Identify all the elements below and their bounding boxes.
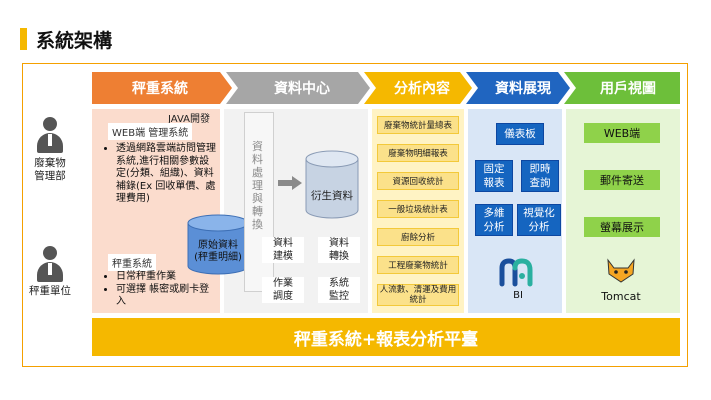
web-mgmt-bullet: 透過網路雲端訪問管理系統,進行相關參數設定(分類、組織)、資料補錄(Ex 回收單… [116,143,216,206]
header-arrows-shapes [92,72,680,104]
task-system-monitor-line2: 監控 [329,291,349,302]
task-data-transform-line1: 資料 [329,238,349,249]
tomcat-label: Tomcat [601,290,641,303]
role-waste-dept: 廢棄物 管理部 [26,157,74,183]
header-datacenter: 資料中心 [274,81,330,97]
role-weighing-unit: 秤重單位 [29,285,71,297]
task-job-scheduling-line1: 作業 [273,278,293,289]
header-presentation: 資料展現 [495,81,551,97]
realtime-line1: 即時 [529,163,551,175]
task-job-scheduling: 作業 調度 [262,277,304,303]
user-view-screen: 螢幕展示 [584,217,660,237]
java-label: JAVA開發 [168,114,211,125]
dashboard-box: 儀表板 [496,123,544,145]
platform-banner: 秤重系統+報表分析平臺 [92,318,680,356]
arrow-shape-weighing [92,72,232,104]
derived-data-cylinder-icon [305,150,359,219]
raw-data-label: 原始資料 (秤重明細) [186,240,250,264]
processing-label: 資料處理與轉換 [252,140,263,231]
web-mgmt-tag: WEB端 管理系統 [108,123,193,140]
arrow-shape-datacenter [226,72,370,104]
diagram-frame [22,63,688,367]
task-system-monitor: 系統 監控 [318,277,360,303]
analysis-item: 廢棄物統計量總表 [377,116,459,134]
multidim-line2: 分析 [483,221,505,233]
title-accent-bar [20,28,27,50]
arrow-shape-userview [564,72,680,104]
analysis-item: 人流數、清運及費用統計 [377,284,459,306]
multidim-analysis-box: 多維 分析 [475,204,513,236]
user-view-web: WEB端 [584,123,660,143]
task-data-transform-line2: 轉換 [329,251,349,262]
role-waste-dept-line2: 管理部 [34,170,66,182]
web-mgmt-bullets: 透過網路雲端訪問管理系統,進行相關參數設定(分類、組織)、資料補錄(Ex 回收單… [104,143,216,206]
scale-bullet-1: 日常秤重作業 [116,271,216,284]
waste-dept-person-icon [35,117,65,155]
arrow-shape-presentation [466,72,570,104]
arrow-shape-analysis [364,72,472,104]
task-data-modeling: 資料 建模 [262,237,304,263]
page-title: 系統架構 [36,30,113,52]
task-job-scheduling-line2: 調度 [273,291,293,302]
visual-line1: 視覺化 [523,207,555,219]
header-analysis: 分析內容 [394,81,450,97]
role-waste-dept-line1: 廢棄物 [34,157,66,169]
transform-arrow-icon [278,176,302,190]
analysis-item: 資源回收統計 [377,172,459,190]
scale-bullet-2: 可選擇 帳密或刷卡登入 [116,284,216,309]
task-system-monitor-line1: 系統 [329,278,349,289]
derived-data-label: 衍生資料 [311,190,353,202]
visual-line2: 分析 [528,221,550,233]
user-view-email: 郵件寄送 [584,170,660,190]
raw-data-cylinder-icon [187,214,249,275]
tomcat-logo-icon [607,258,635,283]
header-weighing: 秤重系統 [132,81,188,97]
realtime-line2: 查詢 [529,177,551,189]
weighing-column [92,109,220,313]
header-userview: 用戶視圖 [600,81,656,97]
fixed-report-line1: 固定 [483,163,505,175]
fixed-report-line2: 報表 [483,177,505,189]
raw-data-line1: 原始資料 [198,240,238,251]
task-data-modeling-line1: 資料 [273,238,293,249]
task-data-transform: 資料 轉換 [318,237,360,263]
bi-logo-icon [499,258,533,287]
analysis-item: 廚餘分析 [377,228,459,246]
fixed-report-box: 固定 報表 [475,160,513,192]
multidim-line1: 多維 [483,207,505,219]
weighing-unit-person-icon [35,246,65,284]
analysis-item: 工程廢棄物統計 [377,256,459,274]
analysis-item: 廢棄物明細報表 [377,144,459,162]
analysis-item: 一般垃圾統計表 [377,200,459,218]
scale-bullets: 日常秤重作業 可選擇 帳密或刷卡登入 [104,271,216,309]
raw-data-line2: (秤重明細) [194,252,242,263]
visual-analysis-box: 視覺化 分析 [517,204,561,236]
bi-label: BI [513,290,523,301]
realtime-query-box: 即時 查詢 [521,160,559,192]
task-data-modeling-line2: 建模 [273,251,293,262]
scale-system-tag: 秤重系統 [108,254,156,271]
